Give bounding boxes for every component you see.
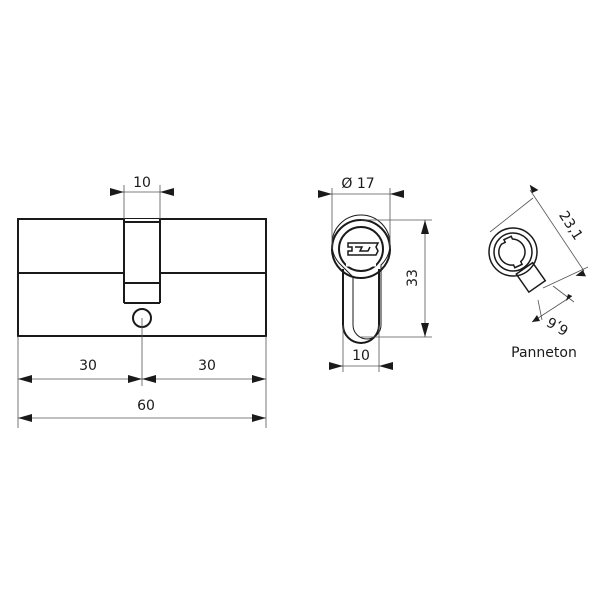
dim-cam-diagonal: 23,1 (555, 208, 585, 243)
key-profile-icon (347, 242, 380, 256)
dim-bottom-width: 10 (352, 348, 370, 364)
dim-cam-width: 10 (133, 175, 151, 191)
cam-view: 23,1 6,6 Panneton (488, 184, 589, 361)
side-view: Ø 17 33 10 (318, 176, 432, 372)
dim-total-length: 60 (137, 398, 155, 414)
dim-left-length: 30 (79, 358, 97, 374)
front-view: 10 30 30 60 (17, 175, 267, 428)
cam-arm (515, 261, 547, 294)
cam-outer-ring (488, 227, 538, 277)
dim-diameter: Ø 17 (341, 176, 374, 192)
cam-slot (498, 235, 526, 269)
dim-cam-width: 6,6 (544, 313, 571, 338)
cam-caption: Panneton (511, 345, 577, 361)
dim-right-length: 30 (198, 358, 216, 374)
dim-height: 33 (405, 269, 421, 287)
